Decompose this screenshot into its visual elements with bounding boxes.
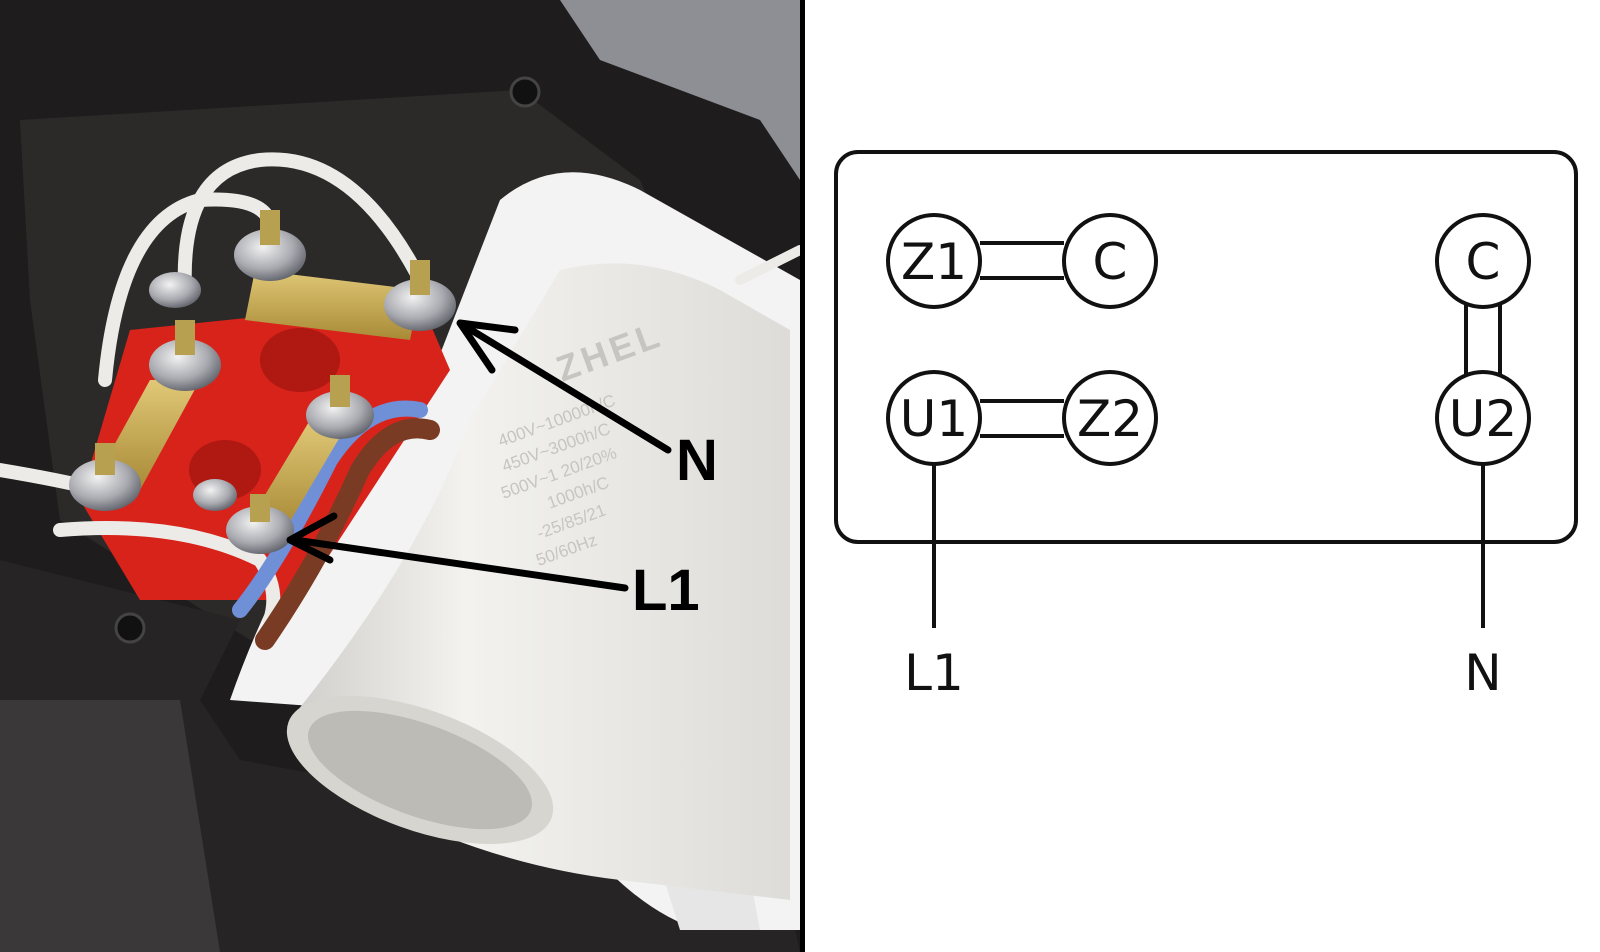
panel-divider — [800, 0, 805, 952]
lead-label-n: N — [1464, 644, 1501, 702]
terminal-label-u2: U2 — [1449, 390, 1517, 448]
terminal-label-u1: U1 — [900, 390, 968, 448]
capacitor: ZHEL 400V~10000h/C 450V~3000h/C 500V~1 2… — [286, 263, 790, 900]
brass-bridge-top — [245, 270, 420, 340]
bridge-u1-z2 — [980, 399, 1064, 438]
terminal-block-hole — [260, 328, 340, 392]
callout-arrowhead-n — [456, 319, 519, 374]
callout-arrowhead-l1 — [286, 512, 338, 564]
terminal-c-left — [1062, 213, 1158, 309]
housing-corner — [0, 700, 220, 952]
terminal-u2 — [1435, 370, 1531, 466]
callout-arrow-l1 — [291, 536, 629, 592]
terminal-c-right — [1435, 213, 1531, 309]
diagram-labels: Z1 C U1 Z2 C U2 L1 N — [900, 233, 1517, 702]
callout-label-l1: L1 — [632, 558, 700, 623]
screw-hole-bottom — [114, 612, 146, 644]
screw-hole-top — [509, 76, 541, 108]
terminal-label-z2: Z2 — [1077, 390, 1143, 448]
bridge-z1-c — [980, 241, 1064, 280]
bridge-c-u2 — [1464, 305, 1502, 375]
lead-label-l1: L1 — [904, 644, 964, 702]
callout-arrow-n — [464, 324, 672, 454]
terminal-z1 — [886, 213, 982, 309]
blue-wire — [232, 400, 428, 618]
terminal-label-c-left: C — [1093, 233, 1128, 291]
brass-bridge-right — [250, 420, 350, 530]
callout-arrows — [286, 319, 672, 592]
terminal-board-outline — [834, 150, 1578, 544]
terminal-label-c-right: C — [1466, 233, 1501, 291]
terminal-z2 — [1062, 370, 1158, 466]
terminal-u1 — [886, 370, 982, 466]
terminal-label-z1: Z1 — [901, 233, 967, 291]
terminal-nuts — [69, 210, 456, 554]
brown-wire — [255, 418, 440, 650]
callout-label-n: N — [676, 428, 718, 493]
junction-box-photo: ZHEL 400V~10000h/C 450V~3000h/C 500V~1 2… — [0, 0, 800, 952]
wiring-diagram — [834, 150, 1578, 628]
